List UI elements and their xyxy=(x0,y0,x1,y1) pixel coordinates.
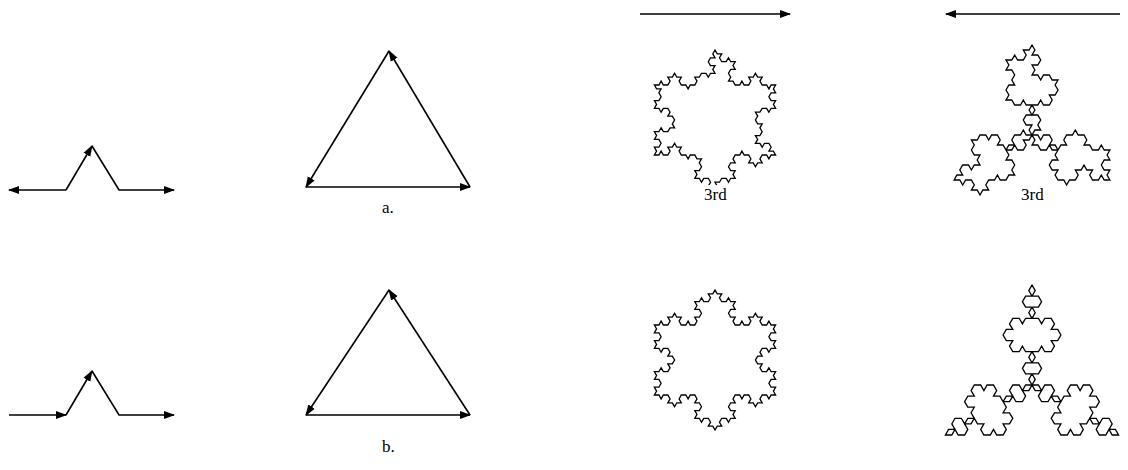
panel-label: b. xyxy=(380,437,397,457)
panel-label: a. xyxy=(380,198,396,218)
initiator-side xyxy=(306,186,470,188)
generator-segment xyxy=(9,414,66,416)
direction-arrow xyxy=(640,13,790,15)
initiator-side xyxy=(389,290,470,415)
generator-segment xyxy=(92,146,174,190)
generator-segment xyxy=(66,371,92,415)
initiator-side xyxy=(306,414,470,416)
koch-curve xyxy=(654,50,775,190)
direction-arrow xyxy=(946,13,1120,15)
initiator-side xyxy=(306,51,389,187)
initiator-side xyxy=(389,51,470,187)
koch-curve xyxy=(954,45,1110,195)
generator-segment xyxy=(92,371,174,415)
iteration-label: 3rd xyxy=(1019,185,1046,205)
generator-segment xyxy=(9,189,66,191)
koch-curve xyxy=(654,290,775,430)
koch-curve xyxy=(945,285,1118,435)
iteration-label: 3rd xyxy=(702,185,729,205)
generator-segment xyxy=(66,146,92,190)
initiator-side xyxy=(306,290,389,415)
